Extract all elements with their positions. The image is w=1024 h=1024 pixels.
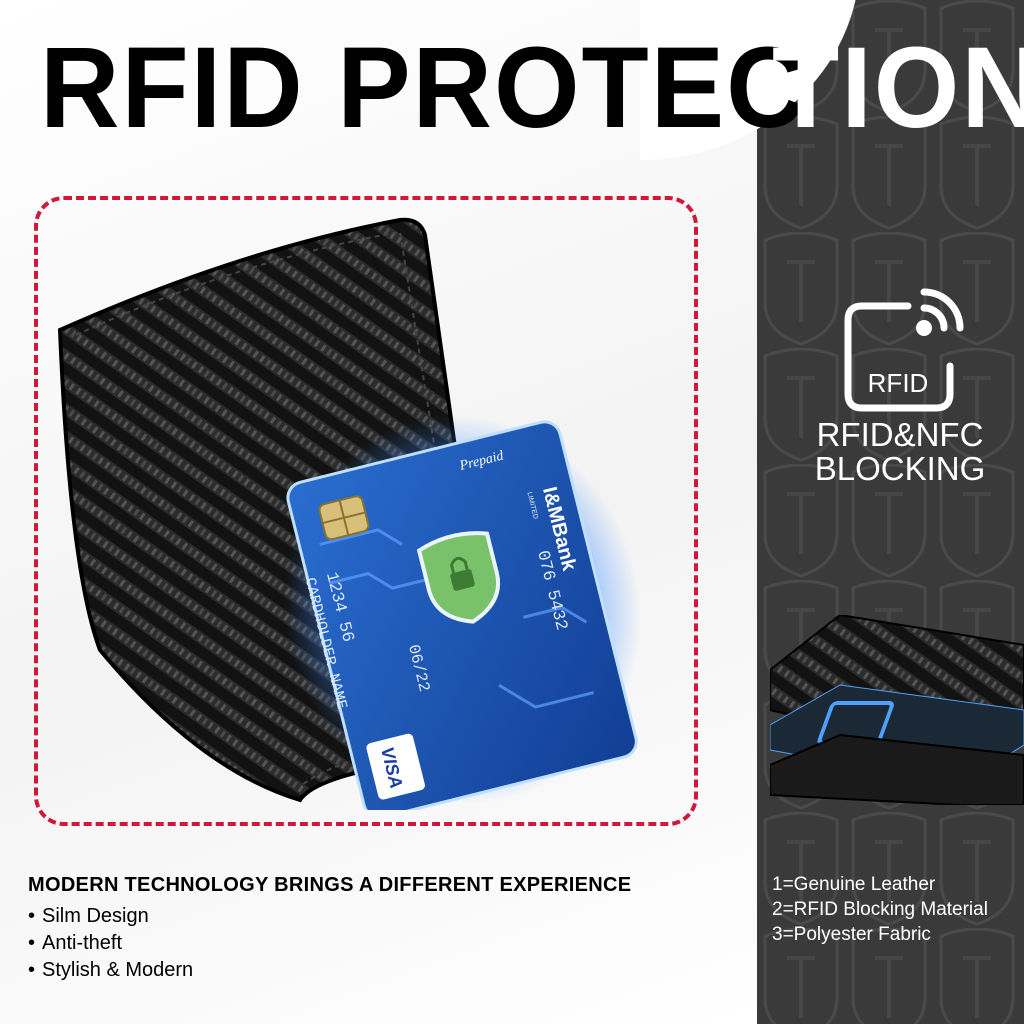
title-part-2: TION — [772, 22, 1024, 153]
title-part-1: RFID PROTEC — [40, 22, 808, 153]
chip-icon — [318, 495, 370, 541]
feature-item: • Anti-theft — [28, 930, 631, 957]
layer-item-3: 3=Polyester Fabric — [772, 924, 931, 945]
feature-label: Stylish & Modern — [42, 959, 194, 981]
shield-pattern — [757, 0, 1024, 1024]
feature-item: • Stylish & Modern — [28, 957, 631, 984]
bullet-icon: • — [28, 932, 36, 954]
rfid-caption: RFID&NFC BLOCKING — [795, 418, 1005, 486]
bullet-icon: • — [28, 959, 36, 981]
layer-diagram — [770, 615, 1024, 805]
dashed-frame — [34, 196, 698, 826]
features-heading: MODERN TECHNOLOGY BRINGS A DIFFERENT EXP… — [28, 874, 632, 896]
layer-list: 1=Genuine Leather 2=RFID Blocking Materi… — [772, 872, 988, 947]
feature-label: Anti-theft — [42, 932, 123, 954]
feature-label: Silm Design — [42, 905, 149, 927]
feature-item: • Silm Design — [28, 903, 631, 930]
layer-item-1: 1=Genuine Leather — [772, 874, 936, 895]
rfid-wave-icon: RFID — [844, 288, 964, 412]
right-panel — [757, 0, 1024, 1024]
wallet-illustration: Prepaid 1234 56 CARDHOLDER NAME 06/22 07… — [57, 217, 682, 810]
rfid-caption-line-2: BLOCKING — [814, 450, 986, 487]
page-title: RFID PROTEC TION — [0, 22, 1024, 153]
features-list: • Silm Design • Anti-theft • Stylish & Mode… — [28, 903, 631, 984]
rfid-icon-label: RFID — [868, 368, 929, 398]
bullet-icon: • — [28, 905, 36, 927]
features-section: MODERN TECHNOLOGY BRINGS A DIFFERENT EXP… — [28, 874, 631, 984]
layer-item-2: 2=RFID Blocking Material — [772, 899, 988, 920]
rfid-caption-line-1: RFID&NFC — [816, 416, 984, 453]
shield-lock-icon — [416, 531, 500, 624]
